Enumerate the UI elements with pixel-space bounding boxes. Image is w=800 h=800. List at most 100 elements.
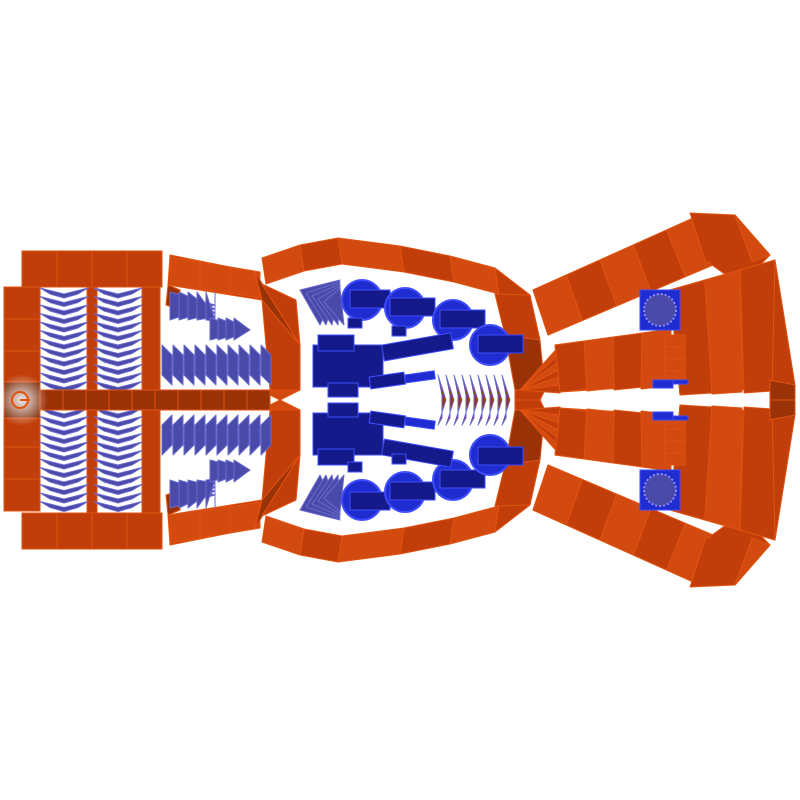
mid-rear-tile-1-bottom[interactable] <box>199 505 231 539</box>
rear-fin-left-top-373[interactable] <box>39 372 89 384</box>
mid-fin-lower-0[interactable] <box>161 414 173 456</box>
rear-fin-left-bottom-476[interactable] <box>39 475 89 487</box>
turret-icon-upper-4-barrel[interactable] <box>477 334 524 354</box>
rear-fin-left-top-365[interactable] <box>39 364 89 375</box>
rear-fin-right-top-331[interactable] <box>93 330 143 341</box>
bay-arc-plate-2-bottom[interactable] <box>337 527 405 563</box>
turret-icon-lower-4-barrel[interactable] <box>477 446 524 466</box>
rear-fin-right-top-365[interactable] <box>93 364 143 375</box>
forward-block-segment-2-bottom[interactable] <box>739 406 776 541</box>
bay-arc-plate-1-top[interactable] <box>299 237 343 272</box>
rear-fin-right-top-322[interactable] <box>93 321 143 333</box>
rear-fin-left-bottom-417[interactable] <box>39 416 89 427</box>
nose-rod-lower-b[interactable] <box>672 415 689 421</box>
mid-fin-upper-5[interactable] <box>216 344 228 386</box>
outer-arm-tip-point-bottom[interactable] <box>734 537 771 586</box>
mid-fin-lower-8[interactable] <box>249 414 261 456</box>
inner-arm-segment-1-top[interactable] <box>583 336 617 392</box>
bracket-bottom-2[interactable] <box>391 453 407 465</box>
bay-arc-plate-4-top[interactable] <box>449 255 500 295</box>
bay-fan-top-4[interactable] <box>323 287 345 326</box>
mid-rear-tile-2-top[interactable] <box>229 266 261 299</box>
turret-icon-upper-1-barrel[interactable] <box>349 289 391 309</box>
turret-icon-upper-2-barrel[interactable] <box>389 297 436 317</box>
mid-fin-upper-9[interactable] <box>260 344 272 386</box>
mid-fan-top-4[interactable] <box>205 291 216 322</box>
bay-center-fin-7[interactable] <box>493 374 503 426</box>
spine-segment-9[interactable] <box>246 389 271 411</box>
rear-armor-top-0[interactable] <box>21 250 58 288</box>
bay-arc-plate-4-bottom[interactable] <box>449 505 500 545</box>
rear-fin-left-bottom-425[interactable] <box>39 424 89 436</box>
rear-fin-left-top-297[interactable] <box>39 296 89 307</box>
rear-fin-right-bottom-493[interactable] <box>93 492 143 504</box>
bay-arc-plate-2-top[interactable] <box>337 237 405 273</box>
engine-rail-0-bottom[interactable] <box>664 452 686 466</box>
bay-center-fin-5[interactable] <box>477 374 487 426</box>
bay-fan-bottom-4[interactable] <box>323 474 345 513</box>
mid-fin-upper-2[interactable] <box>183 344 195 386</box>
rear-fin-right-top-305[interactable] <box>93 304 143 316</box>
spine-segment-3[interactable] <box>108 389 133 411</box>
rear-fin-right-top-297[interactable] <box>93 296 143 307</box>
rear-fin-right-top-348[interactable] <box>93 347 143 358</box>
rear-left-column-1[interactable] <box>3 318 41 352</box>
rear-fin-left-top-314[interactable] <box>39 313 89 324</box>
bay-center-fin-1[interactable] <box>445 374 455 426</box>
center-barrel-tip-bottom[interactable] <box>403 416 436 430</box>
rear-left-column-0[interactable] <box>3 286 41 320</box>
mid-rear-tile-2-bottom[interactable] <box>229 501 261 534</box>
rear-fin-left-bottom-485[interactable] <box>39 484 89 495</box>
rear-fin-right-bottom-417[interactable] <box>93 416 143 427</box>
rear-fin-right-bottom-408[interactable] <box>93 407 143 419</box>
bay-center-fin-3[interactable] <box>461 374 471 426</box>
center-gun-bottom[interactable] <box>327 402 359 418</box>
nose-rod-upper-b[interactable] <box>672 379 689 385</box>
mid-fin-lower-7[interactable] <box>238 414 250 456</box>
mid-fin-lower-3[interactable] <box>194 414 206 456</box>
rear-fin-right-top-356[interactable] <box>93 355 143 367</box>
turret-icon-upper-3-barrel[interactable] <box>439 309 486 329</box>
rear-armor-bottom-2[interactable] <box>91 512 128 550</box>
rear-fin-right-bottom-434[interactable] <box>93 433 143 444</box>
rear-fin-right-bottom-485[interactable] <box>93 484 143 495</box>
rear-fin-left-top-288[interactable] <box>39 287 89 299</box>
engine-rail-1-top[interactable] <box>664 346 686 360</box>
main-cannon-lower-barrel[interactable] <box>381 438 454 468</box>
rear-fin-right-top-339[interactable] <box>93 338 143 350</box>
mid-fin-upper-8[interactable] <box>249 344 261 386</box>
center-gun-top[interactable] <box>327 382 359 398</box>
rear-fin-right-bottom-502[interactable] <box>93 501 143 512</box>
outer-arm-tip-point-top[interactable] <box>734 214 771 263</box>
bay-center-fin-0[interactable] <box>437 374 447 426</box>
turret-icon-lower-2-barrel[interactable] <box>389 481 436 501</box>
inner-arm-segment-0-top[interactable] <box>554 340 590 393</box>
rear-fin-left-top-339[interactable] <box>39 338 89 350</box>
inner-arm-segment-2-bottom[interactable] <box>612 409 644 468</box>
spine-segment-1[interactable] <box>62 389 87 411</box>
rear-fin-left-bottom-493[interactable] <box>39 492 89 504</box>
rear-fin-right-bottom-459[interactable] <box>93 458 143 470</box>
engine-rail-2-top[interactable] <box>664 358 686 372</box>
rear-fin-left-bottom-408[interactable] <box>39 407 89 419</box>
rear-fin-right-top-373[interactable] <box>93 372 143 384</box>
forward-block-segment-2-top[interactable] <box>739 259 776 394</box>
rear-fin-left-top-356[interactable] <box>39 355 89 367</box>
forward-block-segment-1-top[interactable] <box>704 269 743 395</box>
bay-arc-plate-0-bottom[interactable] <box>261 515 305 556</box>
mid-fin-lower-2[interactable] <box>183 414 195 456</box>
mid-fin-upper-0[interactable] <box>161 344 173 386</box>
rear-armor-top-3[interactable] <box>126 250 163 288</box>
mid-fan2-top-3[interactable] <box>233 317 251 341</box>
mid-fin-upper-3[interactable] <box>194 344 206 386</box>
bay-center-fin-4[interactable] <box>469 374 479 426</box>
mid-rear-tile-1-top[interactable] <box>199 261 231 295</box>
bay-arc-plate-3-bottom[interactable] <box>399 517 455 555</box>
rear-fin-right-bottom-476[interactable] <box>93 475 143 487</box>
nose-rod-lower-a[interactable] <box>652 411 674 421</box>
rear-fin-right-bottom-468[interactable] <box>93 467 143 478</box>
spine-segment-5[interactable] <box>154 389 179 411</box>
inner-arm-segment-0-bottom[interactable] <box>554 407 590 460</box>
inner-arm-segment-2-top[interactable] <box>612 332 644 391</box>
